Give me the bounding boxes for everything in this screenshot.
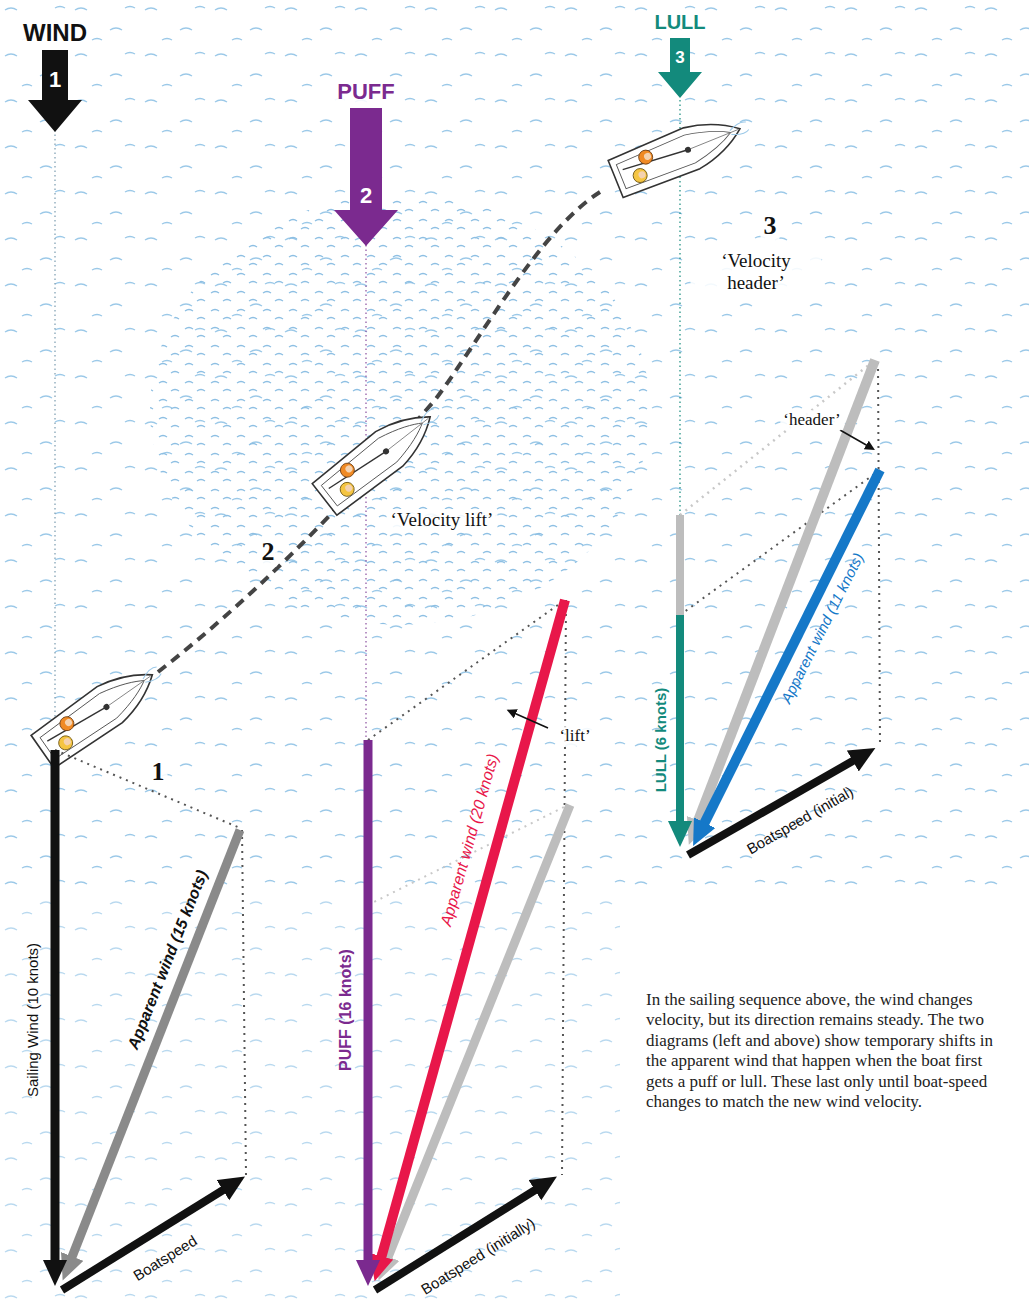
boat-number: 3 (761, 211, 780, 241)
header-note: ‘header’ (780, 410, 843, 430)
vector-label: PUFF (16 knots) (337, 949, 355, 1071)
puff-title: PUFF (334, 79, 397, 104)
boat-number: 2 (259, 537, 278, 567)
callout-number: 2 (360, 183, 372, 208)
lull-title: LULL (651, 11, 708, 34)
boat-number: 1 (149, 757, 168, 787)
vector-label: LULL (6 knots) (652, 688, 669, 793)
caption: In the sailing sequence above, the wind … (646, 990, 996, 1112)
vector-label: Sailing Wind (10 knots) (24, 943, 41, 1097)
callout-number: 3 (675, 48, 684, 68)
velocity-header-note: ‘Velocity header’ (691, 250, 822, 294)
velocity-lift-note: ‘Velocity lift’ (387, 509, 498, 531)
callout-number: 1 (49, 67, 61, 92)
wind-title: WIND (20, 19, 90, 47)
lift-note: ‘lift’ (556, 726, 593, 746)
